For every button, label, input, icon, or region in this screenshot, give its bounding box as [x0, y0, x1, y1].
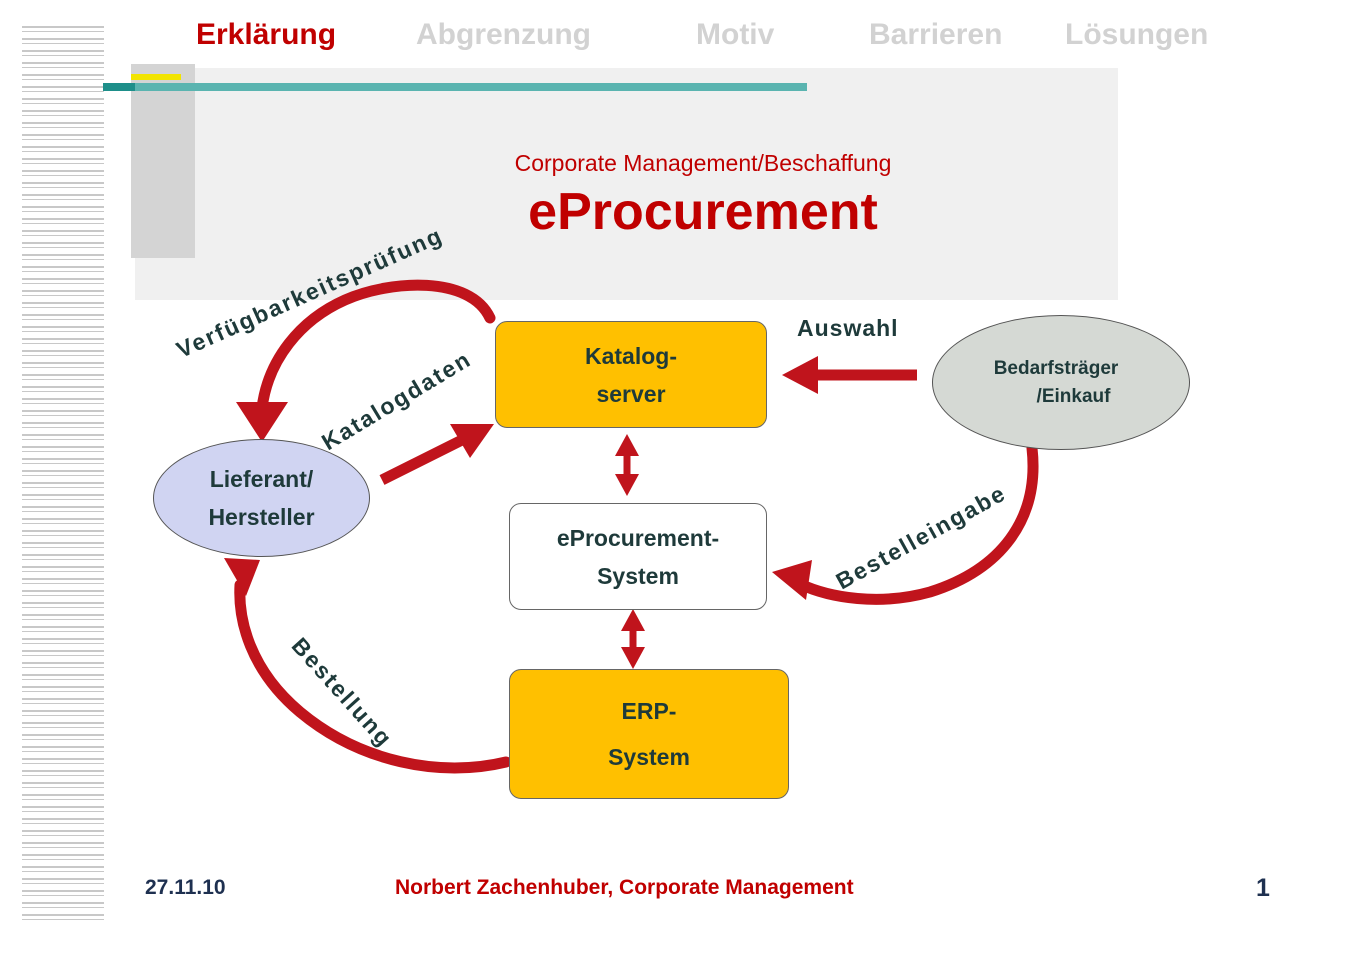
node-erp-line2: System	[608, 744, 690, 770]
arrow-bestellung	[224, 558, 512, 774]
decorative-yellow-bar	[131, 74, 181, 80]
footer-author: Norbert Zachenhuber, Corporate Managemen…	[395, 876, 854, 899]
node-lieferant-line2: Hersteller	[208, 504, 315, 530]
node-erp-line1: ERP-	[621, 698, 677, 724]
node-katalog-server: Katalog- server	[495, 321, 767, 428]
page-title: eProcurement	[528, 183, 878, 241]
arrow-katalogdaten	[379, 424, 494, 485]
node-katalog-server-line2: server	[596, 380, 666, 407]
nav-item-barrieren[interactable]: Barrieren	[869, 18, 1003, 51]
nav-item-loesungen[interactable]: Lösungen	[1065, 18, 1209, 51]
decorative-stripes	[22, 26, 104, 926]
nav-item-motiv[interactable]: Motiv	[696, 18, 775, 51]
node-bedarfstraeger: Bedarfsträger /Einkauf	[932, 315, 1190, 450]
decorative-teal-bar	[103, 83, 807, 91]
node-erp-system: ERP- System	[509, 669, 789, 799]
decorative-grey-block	[131, 64, 195, 258]
nav-item-erklaerung[interactable]: Erklärung	[196, 18, 337, 51]
arrow-katalog-eproc	[615, 434, 639, 496]
decorative-teal-accent	[103, 83, 135, 91]
node-bedarfstraeger-line1: Bedarfsträger	[993, 357, 1119, 379]
node-eprocurement-line2: System	[597, 562, 679, 589]
node-eprocurement-system: eProcurement- System	[509, 503, 767, 610]
nav-item-abgrenzung[interactable]: Abgrenzung	[416, 18, 591, 51]
page-subtitle: Corporate Management/Beschaffung	[514, 150, 892, 176]
page-number: 1	[1256, 874, 1270, 902]
node-lieferant: Lieferant/ Hersteller	[153, 439, 370, 557]
header-panel	[135, 68, 1118, 300]
node-eprocurement-line1: eProcurement-	[556, 524, 720, 551]
node-katalog-server-line1: Katalog-	[585, 342, 677, 369]
arrow-eproc-erp	[621, 609, 645, 669]
arrow-auswahl	[782, 356, 917, 394]
node-bedarfstraeger-line2: /Einkauf	[1036, 385, 1111, 407]
arrow-bestelleingabe	[772, 442, 1039, 605]
node-lieferant-line1: Lieferant/	[209, 466, 314, 492]
label-auswahl: Auswahl	[797, 315, 899, 341]
arrow-verfuegbarkeit	[236, 279, 496, 442]
footer-date: 27.11.10	[145, 876, 226, 899]
